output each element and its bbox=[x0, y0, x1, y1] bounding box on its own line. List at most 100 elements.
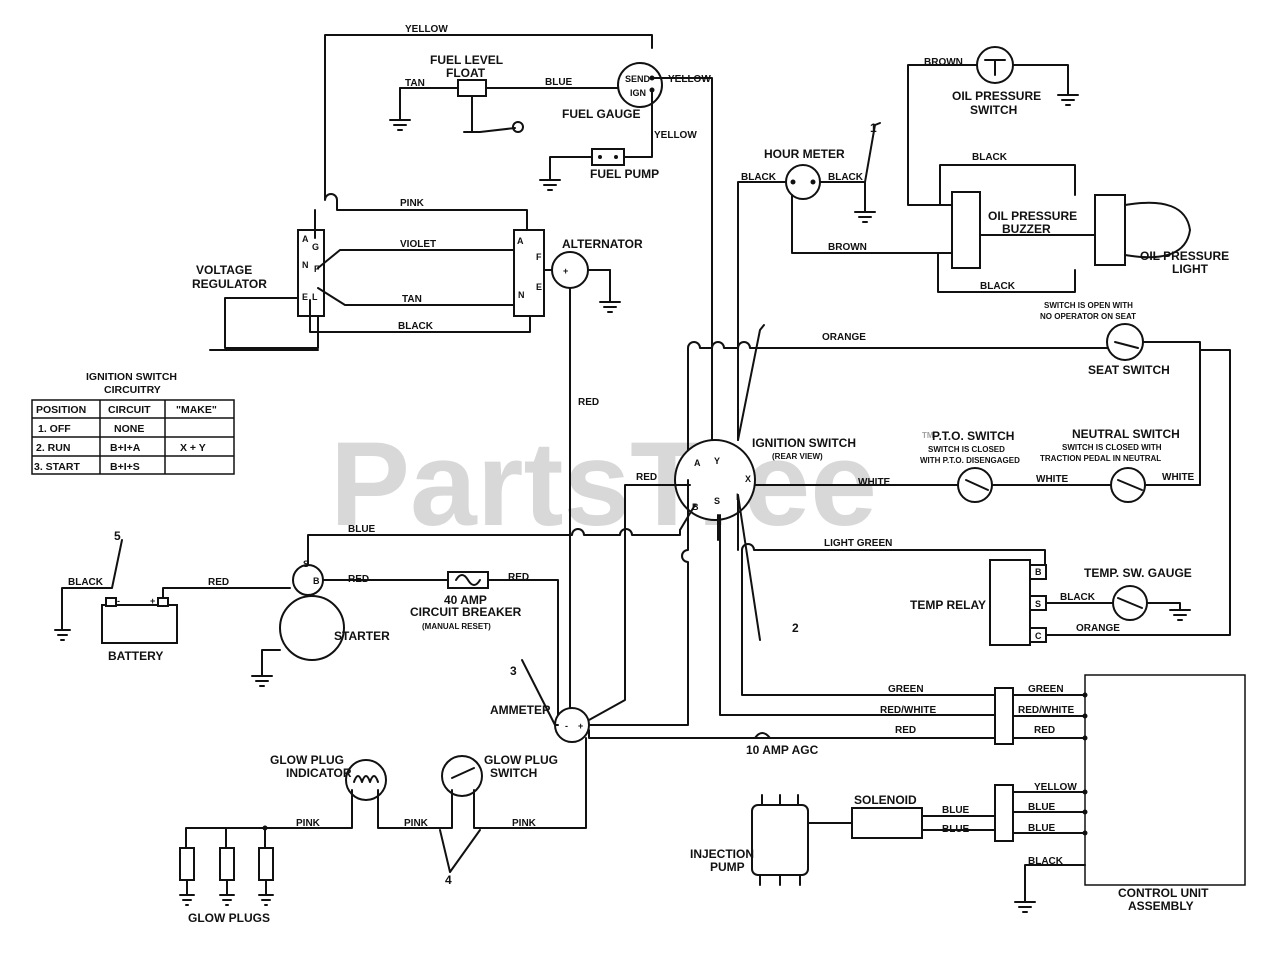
wire-orange-temp bbox=[1045, 349, 1231, 636]
fuel-level-float bbox=[457, 79, 487, 97]
wire-label-pink-right: PINK bbox=[512, 818, 537, 829]
wire-label-yellow-pump: YELLOW bbox=[654, 130, 697, 141]
terminal-x: X bbox=[745, 474, 751, 484]
alternator-connector bbox=[513, 229, 545, 317]
oil-pressure-switch-label-1: OIL PRESSURE bbox=[952, 89, 1041, 103]
terminal-tr-c: C bbox=[1035, 631, 1042, 641]
pto-switch-label: P.T.O. SWITCH bbox=[932, 429, 1014, 443]
control-circuit: AMMETER - + 10 AMP AGC SOLENOID INJECTIO… bbox=[490, 479, 1246, 913]
seat-switch bbox=[1106, 323, 1144, 361]
temp-relay bbox=[989, 559, 1031, 646]
wire-red-battery bbox=[162, 587, 291, 599]
terminal-reg-f: F bbox=[314, 264, 320, 274]
callout-1: 1 bbox=[870, 121, 877, 135]
temp-circuit: TEMP RELAY TEMP. SW. GAUGE B S C LIGHT G… bbox=[741, 349, 1231, 646]
wire-black-meter bbox=[737, 181, 787, 441]
injection-pump-label-2: PUMP bbox=[710, 860, 745, 874]
glow-plug-switch-label-2: SWITCH bbox=[490, 766, 537, 780]
table-cell: 2. RUN bbox=[36, 442, 70, 454]
wire-orange-seat bbox=[687, 341, 1116, 481]
wire-label-blue-cu2: BLUE bbox=[1028, 823, 1056, 834]
terminal-i: I bbox=[736, 492, 739, 502]
callout-2: 2 bbox=[792, 621, 799, 635]
terminal-battery-plus: + bbox=[150, 596, 155, 606]
table-title-2: CIRCUITRY bbox=[104, 384, 161, 396]
terminal-s: S bbox=[714, 496, 720, 506]
wire-to-ammeter bbox=[589, 479, 689, 726]
wire-label-white-neutral-right: WHITE bbox=[1162, 472, 1195, 483]
wire-label-black-battery: BLACK bbox=[68, 577, 104, 588]
ammeter-label: AMMETER bbox=[490, 703, 551, 717]
wire-red-ign bbox=[588, 484, 691, 721]
ground-symbol bbox=[389, 87, 411, 131]
wire-label-pink-plugs: PINK bbox=[296, 818, 321, 829]
wire-label-yellow-top: YELLOW bbox=[405, 24, 448, 35]
wire-label-tan-reg: TAN bbox=[402, 294, 422, 305]
hour-meter-label: HOUR METER bbox=[764, 147, 845, 161]
solenoid-label: SOLENOID bbox=[854, 793, 917, 807]
terminal-a: A bbox=[694, 458, 701, 468]
wire-label-black-cu: BLACK bbox=[1028, 856, 1064, 867]
callout-4: 4 bbox=[445, 873, 452, 887]
glow-plug-indicator-label-2: INDICATOR bbox=[286, 766, 352, 780]
wire-red-fuse bbox=[588, 729, 1001, 739]
seat-switch-label: SEAT SWITCH bbox=[1088, 363, 1170, 377]
wire-black-reg bbox=[309, 299, 531, 333]
oil-pressure-buzzer-label-2: BUZZER bbox=[1002, 222, 1051, 236]
table-header-circuit: CIRCUIT bbox=[108, 404, 151, 416]
oil-pressure-buzzer bbox=[951, 191, 981, 269]
fuel-gauge-label: FUEL GAUGE bbox=[562, 107, 640, 121]
wire-red-white bbox=[719, 514, 1001, 716]
starter-label: STARTER bbox=[334, 629, 390, 643]
wire-light-green bbox=[741, 543, 1046, 566]
injection-pump-label-1: INJECTION bbox=[690, 847, 754, 861]
glow-plug-indicator bbox=[345, 759, 387, 801]
table-cell: B+I+A bbox=[110, 442, 141, 454]
seat-switch-note-2: NO OPERATOR ON SEAT bbox=[1040, 312, 1136, 321]
charging-circuit: VOLTAGE REGULATOR ALTERNATOR A G N F E L… bbox=[192, 187, 643, 726]
wire-yellow-ign bbox=[651, 77, 713, 451]
starting-circuit: BATTERY STARTER 40 AMP CIRCUIT BREAKER (… bbox=[54, 472, 681, 721]
glow-plug bbox=[219, 847, 235, 881]
wire-pink-mid bbox=[377, 789, 453, 829]
wire-label-red-left: RED bbox=[895, 725, 916, 736]
fuel-pump-label: FUEL PUMP bbox=[590, 167, 659, 181]
wire-brown-meter bbox=[791, 194, 939, 254]
wire-label-green-left: GREEN bbox=[888, 684, 924, 695]
terminal-alt-a: A bbox=[517, 236, 524, 246]
wire-brown-ops bbox=[907, 64, 978, 206]
terminal-y: Y bbox=[714, 456, 720, 466]
wire-label-light-green: LIGHT GREEN bbox=[824, 538, 892, 549]
glow-plug bbox=[179, 847, 195, 881]
pto-note-1: SWITCH IS CLOSED bbox=[928, 445, 1005, 454]
wire-label-blue-float: BLUE bbox=[545, 77, 573, 88]
ammeter bbox=[554, 707, 590, 743]
glow-plug-switch bbox=[441, 755, 483, 797]
wire-label-black-meter-left: BLACK bbox=[741, 172, 777, 183]
wire-label-orange-temp: ORANGE bbox=[1076, 623, 1120, 634]
neutral-note-2: TRACTION PEDAL IN NEUTRAL bbox=[1040, 454, 1161, 463]
wire-label-red-battery: RED bbox=[208, 577, 229, 588]
wire-violet bbox=[317, 249, 521, 269]
neutral-switch-label: NEUTRAL SWITCH bbox=[1072, 427, 1180, 441]
wire-label-orange-seat: ORANGE bbox=[822, 332, 866, 343]
wire-blue-starter bbox=[307, 528, 681, 566]
table-title-1: IGNITION SWITCH bbox=[86, 371, 177, 383]
terminal-reg-e: E bbox=[302, 292, 308, 302]
terminal-battery-minus: - bbox=[117, 596, 120, 606]
wire-yellow-pump bbox=[621, 89, 653, 158]
fuel-gauge bbox=[617, 62, 663, 108]
wire-black-battery bbox=[61, 539, 123, 631]
breaker-label-1: 40 AMP bbox=[444, 593, 487, 607]
wire-label-brown-ops: BROWN bbox=[924, 57, 963, 68]
table-cell: X + Y bbox=[180, 442, 206, 454]
terminal-ammeter-plus: + bbox=[578, 721, 583, 731]
terminal-alt-f: F bbox=[536, 252, 542, 262]
fuel-circuit: FUEL LEVEL FLOAT FUEL GAUGE FUEL PUMP SE… bbox=[324, 24, 713, 451]
glow-plug-indicator-label-1: GLOW PLUG bbox=[270, 753, 344, 767]
wire-label-green-right: GREEN bbox=[1028, 684, 1064, 695]
oil-pressure-switch-label-2: SWITCH bbox=[970, 103, 1017, 117]
ignition-circuit: IGNITION SWITCH (REAR VIEW) A Y B S I X … bbox=[674, 301, 1201, 551]
oil-meter-circuit: HOUR METER OIL PRESSURE SWITCH OIL PRESS… bbox=[737, 46, 1229, 441]
